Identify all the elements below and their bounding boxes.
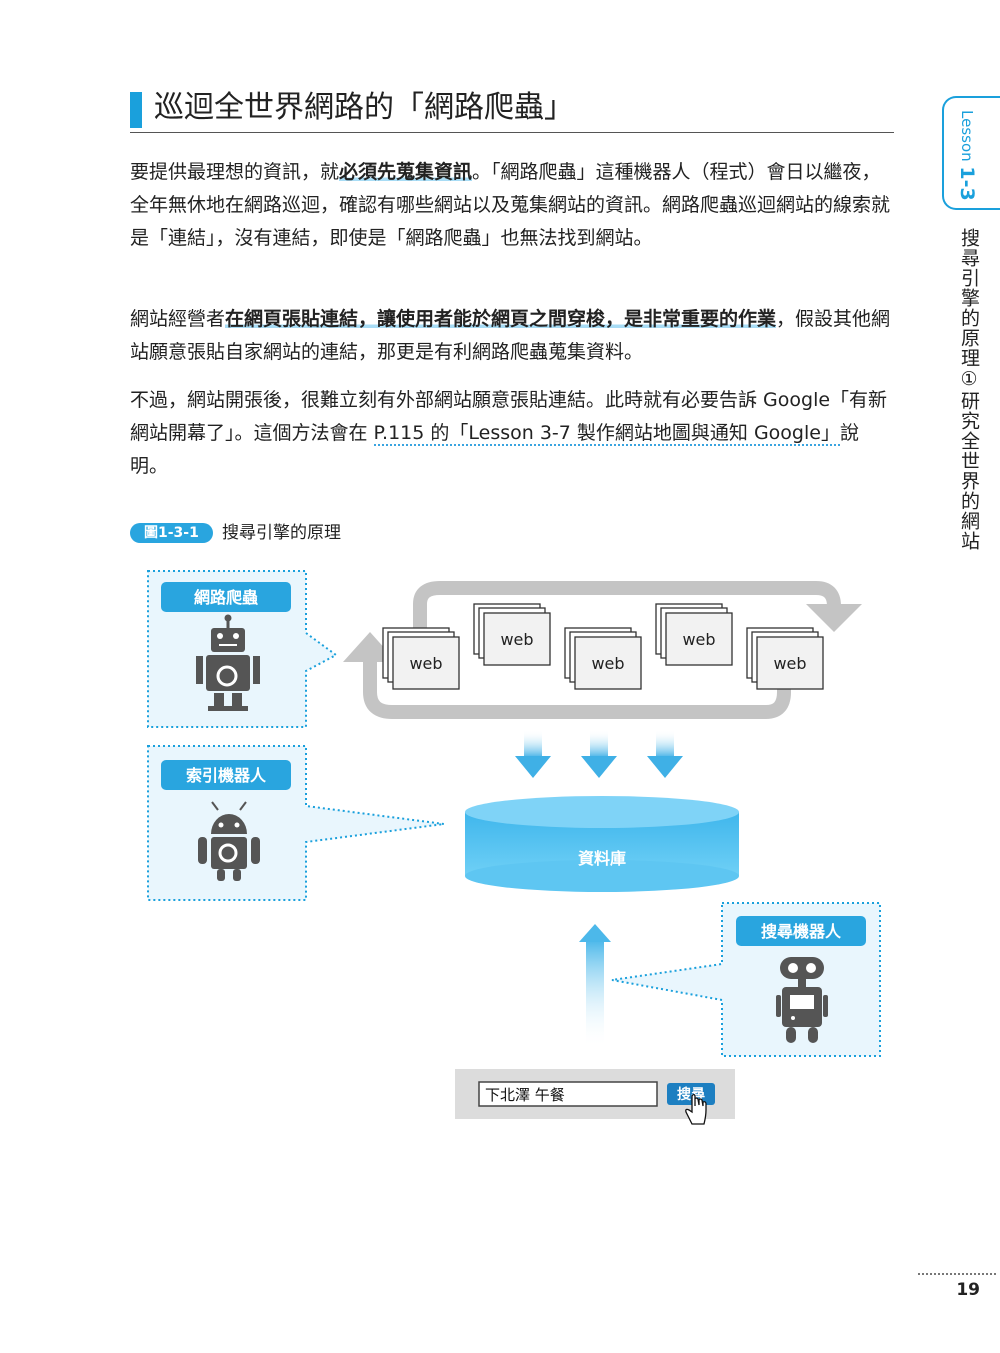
figure-badge: 圖1-3-1 <box>130 523 213 543</box>
lesson-label: Lesson <box>958 110 976 162</box>
web-stack-1: web <box>382 627 460 690</box>
down-arrow-1 <box>515 730 551 778</box>
web-label-4: web <box>682 630 715 649</box>
p2-text-a: 網站經營者 <box>130 308 226 330</box>
indexer-label: 索引機器人 <box>186 766 267 785</box>
searcher-callout: 搜尋機器人 <box>611 902 881 1057</box>
paragraph-3: 不過，網站開張後，很難立刻有外部網站願意張貼連結。此時就有必要告訴 Google… <box>130 384 894 483</box>
web-stack-5: web <box>746 627 824 690</box>
heading-accent-bar <box>130 92 142 128</box>
paragraph-1: 要提供最理想的資訊，就必須先蒐集資訊。「網路爬蟲」這種機器人（程式）會日以繼夜，… <box>130 156 894 255</box>
web-stack-2: web <box>473 603 551 666</box>
crawler-label: 網路爬蟲 <box>194 588 258 607</box>
p1-text-c: 。「網路爬蟲」這種機器人（程式）會日以繼夜，全年無休地在網路巡迴，確認有哪些網站… <box>130 161 891 249</box>
p1-emphasis: 必須先蒐集資訊 <box>339 161 473 183</box>
search-input[interactable] <box>478 1081 658 1107</box>
indexer-robot-icon <box>198 801 260 881</box>
p1-text-a: 要提供最理想的資訊，就 <box>130 161 340 183</box>
indexer-callout: 索引機器人 <box>147 745 445 901</box>
search-panel: 下北澤 午餐 搜尋 <box>455 1069 735 1125</box>
figure-caption: 搜尋引擎的原理 <box>222 523 341 543</box>
searcher-robot-icon <box>776 957 828 1043</box>
search-query: 下北澤 午餐 <box>485 1086 565 1104</box>
search-button[interactable] <box>667 1083 715 1105</box>
web-stack-4: web <box>655 603 733 666</box>
p3-text-a: 不過，網站開張後，很難立刻有外部網站願意張貼連結。此時就有必要告訴 Google… <box>130 389 888 444</box>
down-arrow-2 <box>581 730 617 778</box>
paragraph-2: 網站經營者在網頁張貼連結，讓使用者能於網頁之間穿梭，是非常重要的作業，假設其他網… <box>130 303 894 369</box>
searcher-label: 搜尋機器人 <box>761 922 842 941</box>
lesson-tab-text: Lesson 1-3 <box>956 110 978 201</box>
heading-title: 巡迴全世界網路的「網路爬蟲」 <box>154 90 574 125</box>
p3-text-c: 說明。 <box>130 422 859 477</box>
web-label-1: web <box>409 654 442 673</box>
section-heading: 巡迴全世界網路的「網路爬蟲」 <box>130 88 894 133</box>
crawler-callout: 網路爬蟲 <box>147 570 338 728</box>
crawler-robot-icon <box>196 614 260 711</box>
web-stack-3: web <box>564 627 642 690</box>
web-label-2: web <box>500 630 533 649</box>
crawl-loop-arrow <box>343 581 862 719</box>
page-number: 19 <box>956 1280 980 1300</box>
p3-cross-reference: P.115 的「Lesson 3-7 製作網站地圖與通知 Google」 <box>373 422 840 446</box>
page-number-divider <box>918 1273 996 1275</box>
web-label-3: web <box>591 654 624 673</box>
lesson-tab: Lesson 1-3 <box>942 96 1000 210</box>
p2-emphasis: 在網頁張貼連結，讓使用者能於網頁之間穿梭，是非常重要的作業 <box>225 308 777 330</box>
database-label: 資料庫 <box>578 849 626 868</box>
p2-text-c: ，假設其他網站願意張貼自家網站的連結，那更是有利網路爬蟲蒐集資料。 <box>130 308 891 363</box>
down-arrow-3 <box>647 730 683 778</box>
lesson-number: 1-3 <box>956 166 978 201</box>
pointer-hand-icon <box>685 1093 707 1125</box>
chapter-side-title: 搜尋引擎的原理①研究全世界的網站 <box>958 228 980 551</box>
web-label-5: web <box>773 654 806 673</box>
up-arrow <box>579 924 611 1048</box>
database-cylinder: 資料庫 <box>465 796 739 892</box>
